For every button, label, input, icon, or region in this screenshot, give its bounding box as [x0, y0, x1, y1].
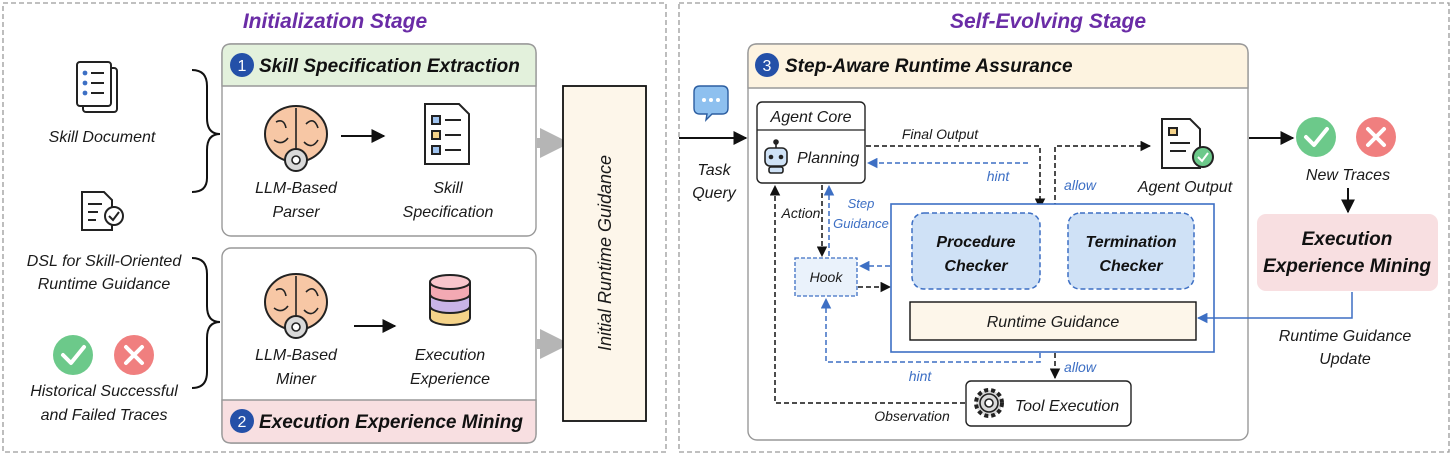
tool-execution-box	[965, 380, 1132, 427]
guidance-update-arrow	[1196, 292, 1353, 324]
hint-to-hook-arrow	[820, 297, 1041, 363]
hook-label: Hook	[810, 269, 844, 285]
miner-label-line2: Miner	[276, 371, 317, 388]
step-2-badge: 2	[230, 409, 254, 433]
hint-label-bottom: hint	[909, 368, 933, 384]
step-guidance-line1: Step	[848, 196, 875, 211]
parser-label-line1: LLM-Based	[255, 180, 338, 197]
database-icon	[429, 274, 471, 326]
experience-label-line2: Experience	[410, 371, 490, 388]
check-icon	[53, 335, 93, 375]
task-query-line1: Task	[697, 162, 731, 179]
traces-label-line2: and Failed Traces	[41, 407, 168, 424]
self-evolving-stage-panel	[678, 2, 1450, 453]
step-3-badge: 3	[755, 53, 779, 77]
initial-runtime-guidance-box	[562, 85, 647, 422]
observation-label: Observation	[874, 408, 950, 424]
svg-text:Termination: Termination	[1086, 234, 1177, 251]
robot-icon	[764, 139, 788, 174]
new-traces-label: New Traces	[1306, 167, 1390, 184]
final-output-label: Final Output	[902, 126, 979, 142]
checklist-icon	[424, 103, 470, 165]
dsl-document-icon	[81, 191, 124, 231]
svg-text:Checker: Checker	[1099, 258, 1163, 275]
self-evolving-stage-title: Self-Evolving Stage	[950, 10, 1146, 33]
svg-text:1: 1	[238, 58, 247, 75]
svg-text:Procedure: Procedure	[936, 234, 1015, 251]
allow-label-bottom: allow	[1064, 359, 1097, 375]
step-1-title: Skill Specification Extraction	[259, 56, 520, 77]
initialization-stage-title: Initialization Stage	[243, 10, 428, 33]
brain-gear-icon	[264, 273, 328, 339]
hook-box	[794, 257, 858, 297]
allow-label-top: allow	[1064, 177, 1097, 193]
traces-label-line1: Historical Successful	[30, 383, 178, 400]
svg-text:Checker: Checker	[944, 258, 1008, 275]
runtime-guidance-label: Runtime Guidance	[987, 314, 1120, 331]
skill-document-label: Skill Document	[49, 129, 156, 146]
check-icon	[1296, 117, 1336, 157]
experience-label-line1: Execution	[415, 347, 485, 364]
agent-output-label: Agent Output	[1137, 179, 1233, 196]
action-label: Action	[781, 205, 821, 221]
planning-label: Planning	[797, 150, 859, 167]
svg-text:3: 3	[763, 58, 772, 75]
document-check-icon	[1161, 118, 1214, 169]
chat-bubble-icon	[693, 85, 729, 123]
hint-label-top: hint	[987, 168, 1011, 184]
document-stack-icon	[76, 61, 118, 113]
spec-label-line1: Skill	[433, 180, 463, 197]
dsl-label-line2: Runtime Guidance	[38, 276, 171, 293]
bottom-brace	[191, 257, 221, 389]
step-2-title: Execution Experience Mining	[259, 412, 523, 433]
brain-gear-icon	[264, 105, 328, 172]
miner-label-line1: LLM-Based	[255, 347, 338, 364]
parser-label-line2: Parser	[272, 204, 320, 221]
svg-text:2: 2	[238, 414, 247, 431]
runtime-guidance-box	[909, 301, 1197, 341]
procedure-checker: Procedure Checker	[911, 212, 1041, 290]
update-label-line1: Runtime Guidance	[1279, 328, 1412, 345]
update-label-line2: Update	[1319, 351, 1371, 368]
initial-runtime-guidance-label: Initial Runtime Guidance	[595, 155, 615, 351]
mining-label-line1: Execution	[1302, 229, 1393, 250]
cross-icon	[114, 335, 154, 375]
tool-execution-label: Tool Execution	[1015, 398, 1119, 415]
spec-label-line2: Specification	[403, 204, 494, 221]
final-output-arrow	[866, 145, 1046, 210]
execution-experience-mining-panel	[1257, 214, 1438, 291]
mining-label-line2: Experience Mining	[1263, 256, 1431, 277]
task-query-line2: Query	[692, 185, 737, 202]
termination-checker: Termination Checker	[1067, 212, 1195, 290]
step-1-badge: 1	[230, 53, 254, 77]
cross-icon	[1356, 117, 1396, 157]
step-3-title: Step-Aware Runtime Assurance	[785, 56, 1073, 77]
top-brace	[191, 69, 221, 193]
agent-core-label: Agent Core	[770, 109, 852, 126]
allow-output-arrow	[1054, 140, 1152, 208]
step-guidance-line2: Guidance	[833, 216, 889, 231]
gear-icon	[974, 388, 1004, 418]
dsl-label-line1: DSL for Skill-Oriented	[27, 253, 183, 270]
initialization-stage-panel	[2, 2, 667, 453]
